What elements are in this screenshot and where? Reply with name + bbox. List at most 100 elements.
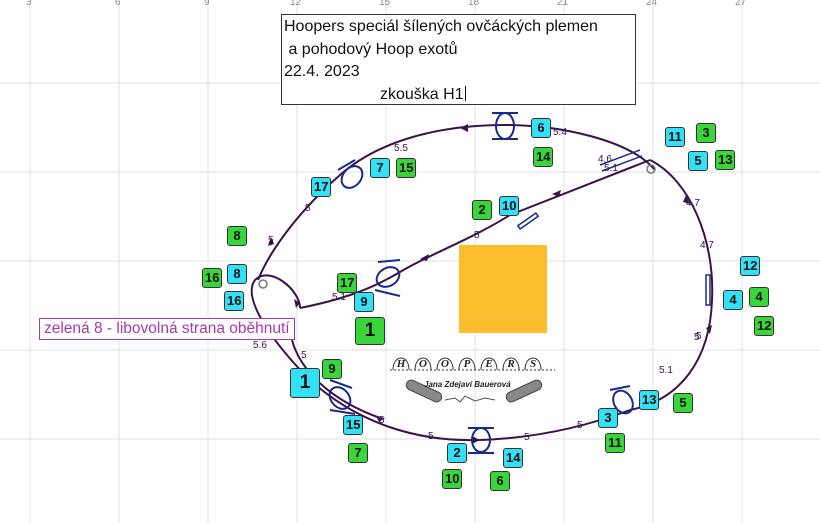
distance-label: 5 (268, 235, 274, 246)
green-number[interactable]: 5 (673, 393, 693, 413)
direction-arrow (472, 436, 480, 444)
distance-label: 5 (428, 431, 434, 442)
green-number[interactable]: 8 (227, 226, 247, 246)
green-number[interactable]: 11 (605, 433, 625, 453)
barrel-obstacle (258, 279, 268, 289)
ruler-label: 18 (468, 0, 480, 8)
ruler-label: 15 (379, 0, 391, 8)
ruler-label: 3 (26, 0, 32, 8)
note-label: zelená 8 - libovolná strana oběhnutí (39, 318, 295, 340)
direction-arrow (376, 416, 385, 422)
distance-label: 4.7 (686, 198, 700, 209)
cyan-number[interactable]: 3 (598, 408, 618, 428)
cyan-number[interactable]: 9 (354, 292, 374, 312)
cyan-number[interactable]: 10 (499, 196, 520, 216)
cyan-number[interactable]: 17 (311, 177, 332, 197)
cyan-number[interactable]: 4 (723, 290, 743, 310)
green-number[interactable]: 9 (322, 359, 342, 379)
logo-letter: S (530, 358, 536, 370)
green-number[interactable]: 10 (442, 469, 463, 489)
distance-label: 5 (696, 331, 702, 342)
distance-label: 5.1 (659, 365, 673, 376)
logo-letter: H (396, 358, 406, 370)
green-number[interactable]: 7 (348, 443, 368, 463)
ruler-label: 6 (115, 0, 121, 8)
distance-label: 5.1 (332, 292, 346, 303)
logo-letter: O (419, 358, 427, 370)
hoop-obstacle (612, 389, 634, 415)
course-path (291, 339, 381, 419)
direction-arrow (294, 299, 300, 308)
distance-label: 5.4 (553, 127, 567, 138)
green-number[interactable]: 6 (490, 471, 510, 491)
course-title-box[interactable]: Hoopers speciál šílených ovčáckých pleme… (281, 14, 636, 105)
green-number[interactable]: 3 (696, 123, 716, 143)
cyan-number[interactable]: 2 (447, 443, 467, 463)
barrel-obstacle (646, 164, 656, 174)
hoop-obstacle (375, 266, 401, 288)
direction-arrow (460, 124, 468, 132)
ruler-label: 12 (290, 0, 302, 8)
green-number[interactable]: 15 (396, 158, 417, 178)
text-caret (464, 85, 466, 101)
logo-letter: O (441, 358, 449, 370)
distance-label: 5 (524, 432, 530, 443)
logo-letter: R (506, 358, 514, 370)
distance-label: 5.1 (604, 163, 618, 174)
cyan-number[interactable]: 8 (227, 264, 247, 284)
cyan-number[interactable]: 16 (224, 291, 245, 311)
hoop-obstacle (340, 165, 364, 189)
green-number[interactable]: 12 (754, 316, 775, 336)
course-path (257, 123, 656, 281)
cyan-number[interactable]: 6 (531, 118, 551, 138)
ruler-label: 24 (646, 0, 658, 8)
hoopers-logo: H O O P E R S (390, 357, 555, 403)
cyan-number[interactable]: 11 (665, 127, 685, 147)
direction-arrow (683, 195, 690, 204)
distance-label: 5 (379, 415, 385, 426)
start-number-green[interactable]: 1 (355, 317, 385, 345)
cyan-number[interactable]: 7 (370, 158, 390, 178)
gate-obstacle (705, 274, 711, 306)
distance-label: 5 (694, 332, 700, 343)
ruler-label: 9 (204, 0, 210, 8)
logo-subtitle: Jana Zdejaví Bauerová (424, 380, 511, 389)
green-number[interactable]: 2 (472, 200, 492, 220)
distance-label: 5 (474, 230, 480, 241)
direction-arrow (268, 237, 274, 246)
distance-label: 5 (577, 420, 583, 431)
distance-label: 5.5 (394, 143, 408, 154)
green-number[interactable]: 16 (202, 268, 223, 288)
course-path (629, 159, 714, 411)
ruler-label: 21 (557, 0, 569, 8)
green-number[interactable]: 17 (337, 273, 358, 293)
green-number[interactable]: 14 (533, 147, 554, 167)
distance-label: 4.7 (700, 240, 714, 251)
cyan-number[interactable]: 15 (343, 415, 364, 435)
direction-arrow (706, 325, 712, 334)
direction-arrow (552, 190, 561, 197)
direction-arrow (420, 254, 429, 261)
hoop-obstacle (328, 386, 352, 410)
title-line: 22.4. 2023 (284, 63, 360, 80)
title-line: zkouška H1 (380, 85, 464, 103)
cyan-number[interactable]: 12 (740, 256, 761, 276)
ruler-label: 27 (735, 0, 747, 8)
orange-zone (459, 245, 547, 333)
logo-letter: P (464, 358, 471, 370)
course-path (250, 274, 311, 381)
distance-label: 5.6 (253, 340, 267, 351)
distance-label: 4.6 (598, 154, 612, 165)
cyan-number[interactable]: 13 (639, 390, 660, 410)
cyan-number[interactable]: 5 (688, 151, 708, 171)
green-number[interactable]: 13 (715, 150, 736, 170)
title-line: a pohodový Hoop exotů (284, 40, 458, 58)
start-number-cyan[interactable]: 1 (290, 368, 320, 398)
title-line: Hoopers speciál šílených ovčáckých pleme… (284, 18, 598, 35)
title-line-wrap: zkouška H1 (284, 84, 635, 107)
green-number[interactable]: 4 (749, 287, 769, 307)
cyan-number[interactable]: 14 (503, 448, 524, 468)
distance-label: 5 (301, 350, 307, 361)
distance-label: 5 (305, 203, 311, 214)
